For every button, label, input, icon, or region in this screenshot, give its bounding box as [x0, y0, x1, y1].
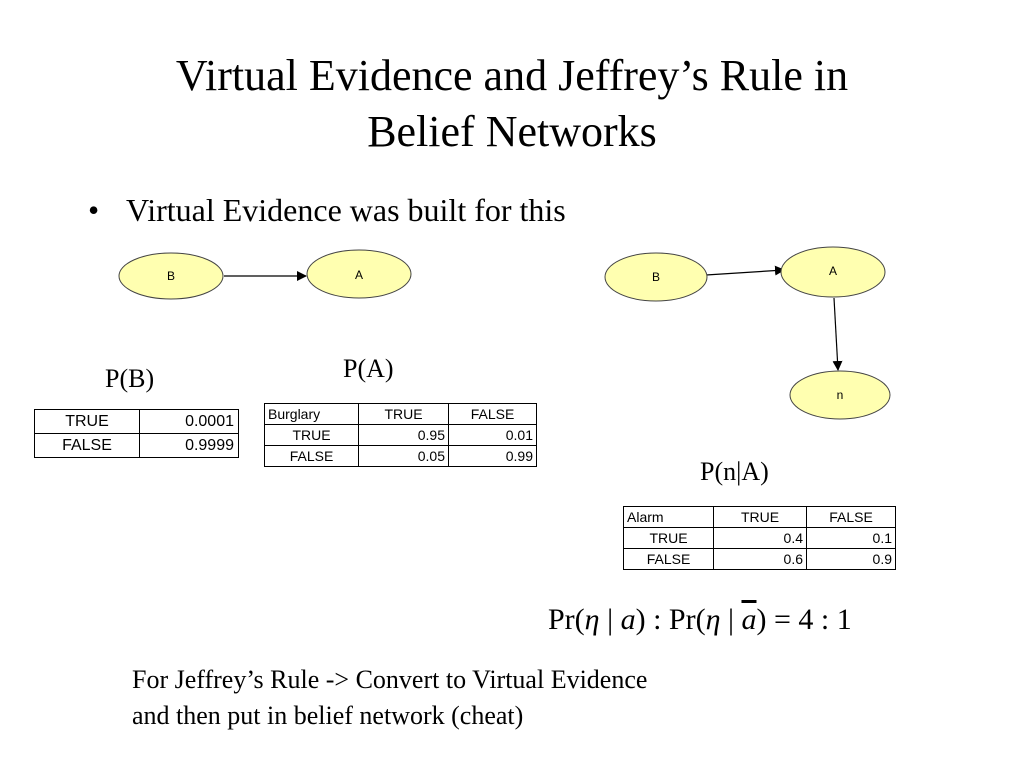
table-row: TRUE 0.95 0.01 — [264, 424, 537, 446]
pna-cell: 0.9 — [806, 548, 896, 570]
node-n-right-label: n — [837, 388, 844, 402]
edge-b-to-a-right — [705, 265, 785, 276]
bullet-text: Virtual Evidence was built for this — [126, 192, 566, 228]
table-row: Alarm TRUE FALSE — [623, 506, 896, 528]
formula-a: a — [620, 603, 636, 636]
pa-header-cell: FALSE — [448, 403, 537, 425]
pb-title: P(B) — [105, 364, 155, 393]
right-network: B A n — [604, 246, 891, 420]
formula-eta: η — [705, 603, 721, 636]
pna-cell: TRUE — [623, 527, 714, 549]
node-b-right-label: B — [652, 270, 660, 284]
node-n-right — [789, 370, 891, 420]
slide-title: Virtual Evidence and Jeffrey’s Rule in B… — [0, 48, 1024, 160]
pa-cell: 0.05 — [358, 445, 449, 467]
pa-cell: 0.95 — [358, 424, 449, 446]
pna-cell: 0.6 — [713, 548, 807, 570]
table-row: FALSE 0.9999 — [34, 433, 239, 458]
pa-title: P(A) — [343, 354, 394, 383]
node-a-right — [780, 246, 886, 298]
pna-cell: FALSE — [623, 548, 714, 570]
formula-part: | — [720, 603, 742, 636]
node-a-left — [306, 249, 412, 299]
pb-cell: FALSE — [34, 433, 140, 458]
pna-table: Alarm TRUE FALSE TRUE 0.4 0.1 FALSE 0.6 … — [623, 506, 896, 570]
formula-part: Pr( — [548, 603, 585, 636]
formula-part: ) : Pr( — [635, 603, 706, 636]
node-b-right — [604, 252, 708, 302]
pa-cell: FALSE — [264, 445, 359, 467]
pa-table: Burglary TRUE FALSE TRUE 0.95 0.01 FALSE… — [264, 403, 537, 467]
table-row: Burglary TRUE FALSE — [264, 403, 537, 425]
pb-cell: TRUE — [34, 409, 140, 434]
pa-cell: TRUE — [264, 424, 359, 446]
table-row: TRUE 0.4 0.1 — [623, 527, 896, 549]
pna-header-cell: TRUE — [713, 506, 807, 528]
note-line-2: and then put in belief network (cheat) — [132, 701, 524, 730]
title-line-1: Virtual Evidence and Jeffrey’s Rule in — [175, 51, 849, 100]
left-network: B A — [118, 249, 412, 300]
pna-header-cell: FALSE — [806, 506, 896, 528]
pna-header-cell: Alarm — [623, 506, 714, 528]
pb-cell: 0.0001 — [139, 409, 239, 434]
pa-header-cell: Burglary — [264, 403, 359, 425]
pa-header-cell: TRUE — [358, 403, 449, 425]
pb-cell: 0.9999 — [139, 433, 239, 458]
node-a-left-label: A — [355, 268, 363, 282]
pb-table: TRUE 0.0001 FALSE 0.9999 — [34, 409, 239, 458]
bullet-item: • Virtual Evidence was built for this — [88, 190, 566, 230]
table-row: FALSE 0.05 0.99 — [264, 445, 537, 467]
node-b-left — [118, 252, 224, 300]
pna-cell: 0.4 — [713, 527, 807, 549]
node-a-right-label: A — [829, 264, 837, 278]
formula-part: ) = 4 : 1 — [756, 603, 852, 636]
pa-cell: 0.01 — [448, 424, 537, 446]
title-line-2: Belief Networks — [367, 107, 657, 156]
table-row: FALSE 0.6 0.9 — [623, 548, 896, 570]
bullet-dot: • — [88, 192, 100, 228]
likelihood-ratio-formula: Pr(η | a) : Pr(η | a) = 4 : 1 — [548, 601, 852, 639]
edge-a-to-n-right — [832, 297, 843, 371]
table-row: TRUE 0.0001 — [34, 409, 239, 434]
jeffrey-note: For Jeffrey’s Rule -> Convert to Virtual… — [132, 662, 647, 734]
pa-cell: 0.99 — [448, 445, 537, 467]
formula-a-bar: a — [741, 603, 757, 636]
node-b-left-label: B — [167, 269, 175, 283]
formula-eta: η — [584, 603, 600, 636]
formula-part: | — [599, 603, 621, 636]
note-line-1: For Jeffrey’s Rule -> Convert to Virtual… — [132, 665, 648, 694]
pna-cell: 0.1 — [806, 527, 896, 549]
pna-title: P(n|A) — [700, 457, 769, 486]
